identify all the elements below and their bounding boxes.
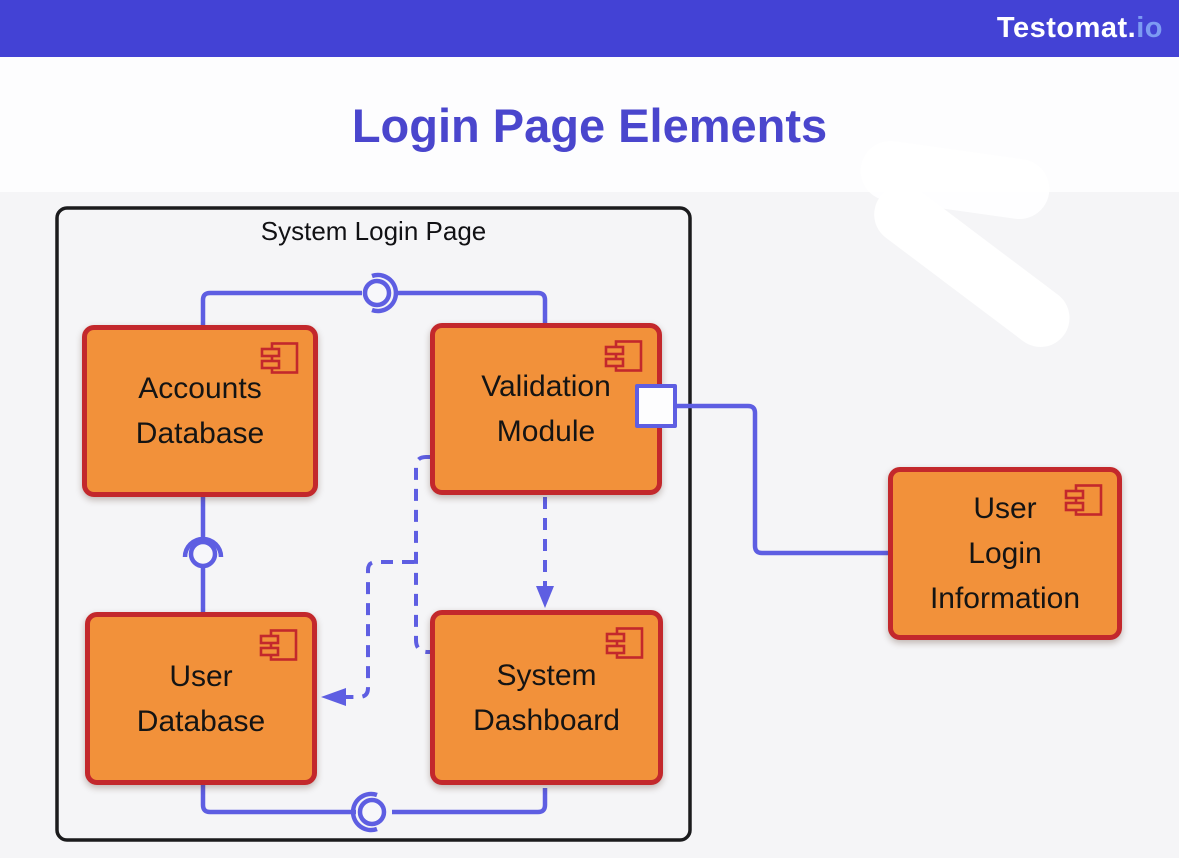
node-accounts-database: Accounts Database (82, 325, 318, 497)
node-label: Accounts Database (135, 372, 265, 450)
node-system-dashboard: System Dashboard (430, 610, 663, 785)
socket-interface-middle (182, 536, 224, 558)
connector-userdb-dashboard-right (392, 788, 548, 815)
node-label: User Database (136, 659, 266, 738)
ball-interface-top (362, 278, 392, 308)
connector-accounts-validation-right (398, 290, 548, 325)
port-square (635, 384, 677, 428)
header-bar: Testomat.io (0, 0, 1179, 57)
connector-port-userinfo (676, 403, 888, 556)
socket-interface-bottom (350, 791, 378, 833)
socket-interface-top (371, 272, 399, 314)
system-boundary-box (55, 206, 692, 842)
dashed-validation-dashboard-side (414, 455, 431, 654)
ball-interface-middle (188, 539, 218, 569)
component-icon (260, 342, 299, 374)
node-label: System Dashboard (473, 658, 620, 737)
logo-accent: io (1136, 12, 1163, 44)
component-icon (604, 340, 643, 372)
node-label: User Login Information (929, 492, 1081, 615)
connector-accounts-validation-left (200, 290, 362, 327)
dashed-to-userdb (344, 560, 414, 699)
testomat-logo[interactable]: Testomat.io (997, 0, 1163, 57)
component-icon (1064, 484, 1103, 516)
arrowhead-userdb (321, 688, 346, 706)
node-user-database: User Database (85, 612, 317, 785)
system-boundary-label: System Login Page (260, 216, 487, 246)
node-validation-module: Validation Module (430, 323, 662, 495)
node-label: Validation Module (481, 370, 611, 448)
connector-userdb-dashboard-left (200, 783, 356, 815)
component-icon (605, 627, 644, 659)
node-user-login-information: User Login Information (888, 467, 1122, 640)
logo-main: Testomat. (996, 12, 1137, 44)
page-title: Login Page Elements (351, 99, 828, 152)
component-icon (259, 629, 298, 661)
ball-interface-bottom (357, 797, 387, 827)
arrowhead-dashboard (536, 586, 554, 608)
